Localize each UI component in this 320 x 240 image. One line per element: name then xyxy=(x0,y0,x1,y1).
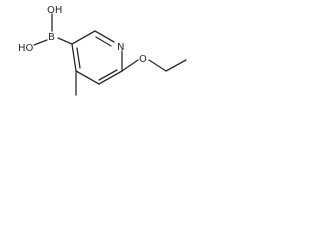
bond-c5-c4 xyxy=(75,70,100,85)
bond-ch2-ch3 xyxy=(165,59,187,72)
structure-diagram: B OH HO N O xyxy=(0,0,201,111)
bond-c6-c5 xyxy=(98,70,123,85)
double-bond-c2-n1 xyxy=(95,36,112,47)
pyridine-ring xyxy=(71,30,123,85)
ethoxy-group: O xyxy=(121,54,187,72)
hydroxyl-upper-label: OH xyxy=(47,5,62,16)
bond-o-ch2 xyxy=(148,59,167,72)
bond-c3-c2 xyxy=(71,30,96,45)
bond-c2-n1 xyxy=(94,30,115,43)
boronic-acid-group: B OH HO xyxy=(18,5,73,54)
bond-c3-b xyxy=(57,37,73,45)
boron-label: B xyxy=(48,32,55,43)
bond-b-oh-lower xyxy=(33,39,48,46)
ether-oxygen-label: O xyxy=(139,54,147,65)
bond-c6-o xyxy=(121,59,139,72)
bond-c4-c3 xyxy=(71,43,77,72)
molecule-svg: B OH HO N O xyxy=(18,5,187,96)
double-bond-c4-c3 xyxy=(76,47,81,69)
nitrogen-label: N xyxy=(117,42,124,53)
double-bond-c6-c5 xyxy=(98,69,118,81)
hydroxyl-lower-label: HO xyxy=(18,43,34,54)
